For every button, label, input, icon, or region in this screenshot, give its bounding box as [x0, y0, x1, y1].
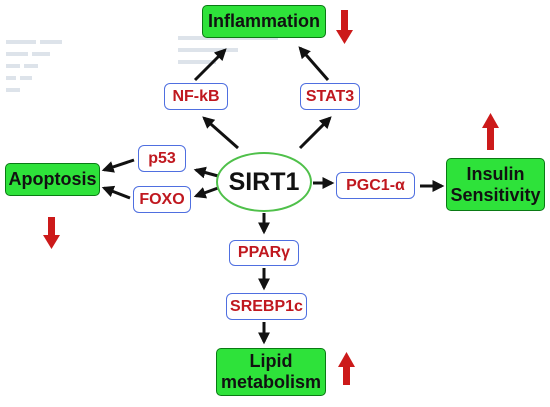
pgc1a-box: PGC1-α [336, 172, 415, 199]
nfkb-box: NF-kB [164, 83, 228, 110]
stat3-box: STAT3 [300, 83, 360, 110]
lipid-metabolism-box: Lipid metabolism [216, 348, 326, 396]
arrow-stat3-to-inflammation [298, 46, 330, 81]
trend-arrow-inflammation-down [336, 10, 353, 44]
apoptosis-box: Apoptosis [5, 163, 100, 196]
p53-box: p53 [138, 145, 186, 172]
srebp1c-box: SREBP1c [226, 293, 307, 320]
arrow-foxo-to-apoptosis [101, 185, 131, 200]
arrow-sirt1-to-p53 [193, 166, 219, 179]
sirt1-node: SIRT1 [216, 152, 312, 212]
faint-background-text [6, 36, 278, 92]
trend-arrow-lipid-up [338, 352, 355, 385]
insulin-sensitivity-box: Insulin Sensitivity [446, 158, 545, 211]
inflammation-box: Inflammation [202, 5, 326, 38]
foxo-box: FOXO [133, 186, 191, 213]
arrow-sirt1-to-stat3 [298, 116, 332, 150]
arrow-nfkb-to-inflammation [193, 48, 227, 82]
arrow-p53-to-apoptosis [101, 158, 135, 173]
arrow-sirt1-to-foxo [193, 186, 219, 199]
trend-arrow-apoptosis-down [43, 217, 60, 249]
ppar-box: PPARγ [229, 240, 299, 266]
trend-arrow-insulin-up [482, 113, 499, 150]
arrow-sirt1-to-nfkb [202, 116, 239, 150]
